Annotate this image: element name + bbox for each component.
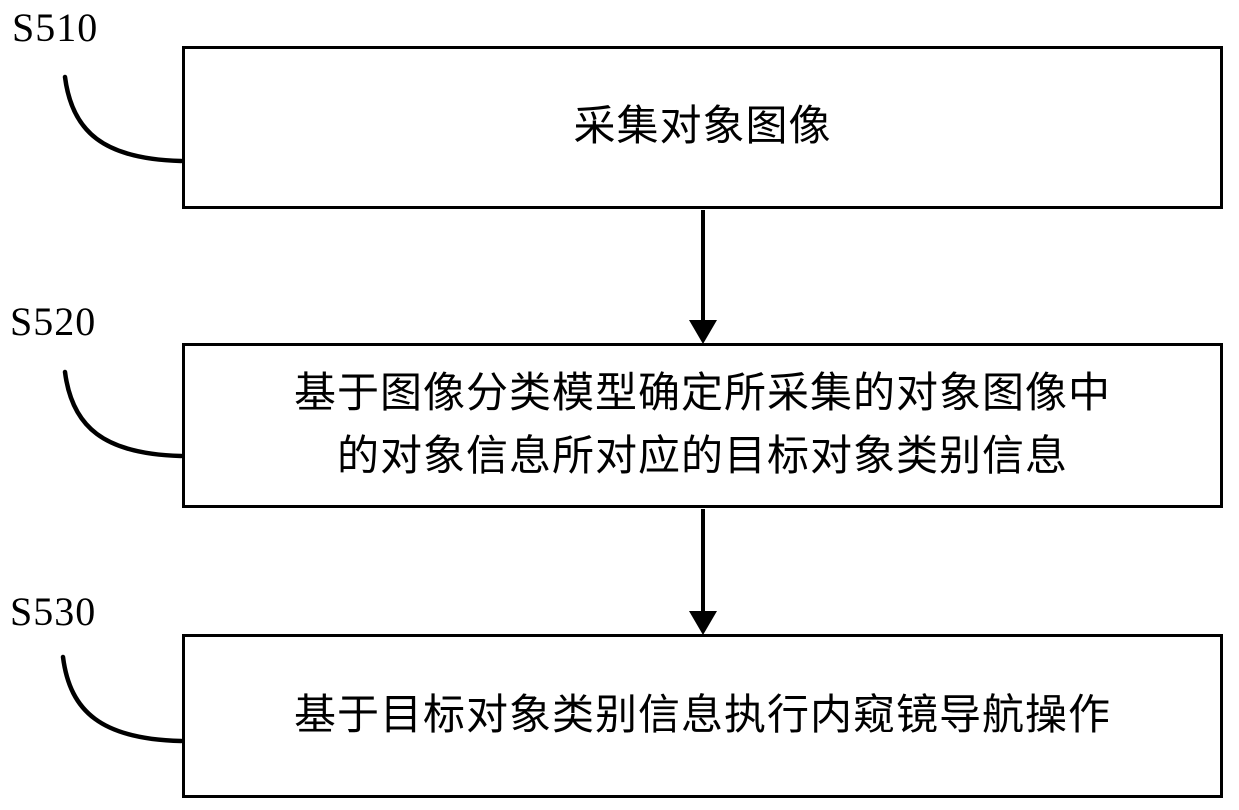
process-box-s520-text-line2: 的对象信息所对应的目标对象类别信息 [336, 433, 1068, 480]
process-box-s510-text: 采集对象图像 [573, 104, 832, 150]
step-label-s530: S530 [10, 589, 97, 634]
leader-curve-s510 [62, 74, 184, 164]
leader-curve-s530 [60, 654, 184, 744]
step-label-s510: S510 [12, 5, 99, 50]
leader-curve-s520 [62, 369, 184, 459]
process-box-s520-text-line1: 基于图像分类模型确定所采集的对象图像中 [293, 370, 1111, 417]
process-box-s510: 采集对象图像 [182, 46, 1223, 209]
process-box-s530: 基于目标对象类别信息执行内窥镜导航操作 [182, 634, 1223, 798]
process-box-s530-text: 基于目标对象类别信息执行内窥镜导航操作 [293, 692, 1111, 739]
step-label-s520: S520 [10, 299, 97, 344]
process-box-s520: 基于图像分类模型确定所采集的对象图像中 的对象信息所对应的目标对象类别信息 [182, 343, 1223, 508]
flow-arrow-1 [689, 210, 717, 344]
flow-arrow-2 [689, 509, 717, 635]
